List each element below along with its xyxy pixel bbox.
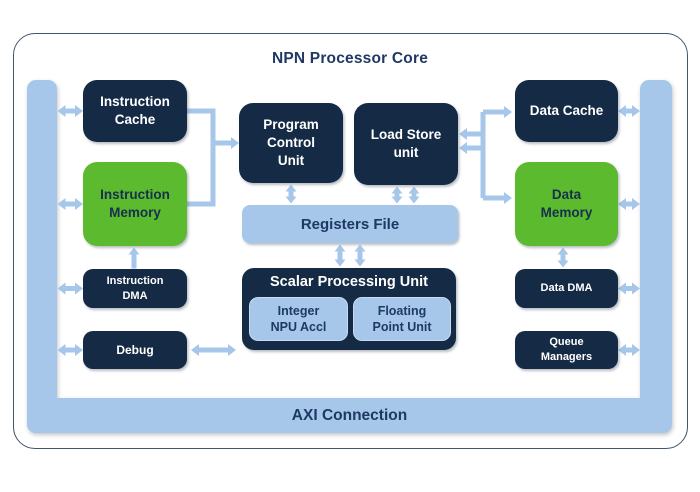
node-integer-npu-accl: Integer NPU Accl [249, 297, 348, 341]
scalar-processing-unit-label: Scalar Processing Unit [270, 274, 428, 290]
axi-bus-right-bar [640, 80, 672, 433]
node-registers-file: Registers File [242, 205, 458, 243]
axi-connection-label: AXI Connection [291, 406, 408, 424]
node-instruction-cache: Instruction Cache [83, 80, 187, 142]
node-data-cache: Data Cache [515, 80, 618, 142]
node-floating-point-unit: Floating Point Unit [353, 297, 451, 341]
node-instruction-memory: Instruction Memory [83, 162, 187, 246]
axi-bus-bottom-bar [27, 398, 672, 433]
node-scalar-processing-unit: Scalar Processing Unit Integer NPU Accl … [242, 268, 456, 350]
node-instruction-dma: Instruction DMA [83, 269, 187, 308]
node-queue-managers: Queue Managers [515, 331, 618, 369]
node-debug: Debug [83, 331, 187, 369]
node-program-control-unit: Program Control Unit [239, 103, 343, 183]
node-load-store-unit: Load Store unit [354, 103, 458, 185]
node-data-dma: Data DMA [515, 269, 618, 308]
processor-core-boundary [13, 33, 688, 449]
diagram-title: NPN Processor Core [271, 50, 429, 67]
axi-bus-left-bar [27, 80, 57, 433]
node-data-memory: Data Memory [515, 162, 618, 246]
